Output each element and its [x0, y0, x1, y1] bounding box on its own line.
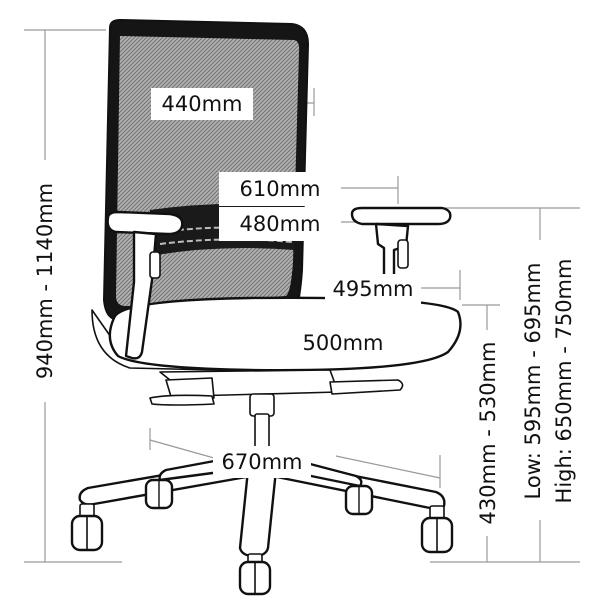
arm-distance-outer-label: 610mm: [240, 177, 321, 201]
label-backgrounds: [28, 88, 579, 536]
seat-cushion: [108, 296, 462, 372]
armrest-left: [106, 210, 184, 360]
armrest-left-pad: [106, 210, 184, 236]
armrest-left-post: [124, 230, 158, 360]
tilt-lever: [149, 394, 215, 406]
castor-back-right: [344, 484, 374, 516]
seat-mechanism: [149, 369, 404, 406]
seat-width-label: 500mm: [303, 331, 384, 355]
castor-left: [70, 503, 104, 552]
castors: [70, 478, 454, 596]
armrest-right-pad: [350, 206, 452, 226]
arm-height-high-label: High: 650mm - 750mm: [552, 259, 576, 504]
arm-distance-inner-label: 480mm: [240, 212, 321, 236]
castor-right: [420, 505, 454, 554]
arm-height-button-left: [149, 251, 161, 279]
base-leg-front: [238, 468, 278, 558]
castor-front: [238, 553, 272, 596]
base-diameter-label: 670mm: [222, 450, 303, 474]
dimension-labels: 440mm 610mm 480mm 495mm 500mm 670mm 940m…: [33, 92, 576, 524]
seat-height-label: 430mm - 530mm: [476, 342, 500, 525]
seat-depth-label: 495mm: [333, 277, 414, 301]
overall-height-label: 940mm - 1140mm: [33, 183, 57, 379]
arm-height-button-right: [397, 239, 409, 269]
back-width-label: 440mm: [162, 92, 243, 116]
castor-back-left: [144, 478, 174, 510]
height-lever: [329, 379, 404, 395]
arm-height-low-label: Low: 595mm - 695mm: [521, 263, 545, 500]
